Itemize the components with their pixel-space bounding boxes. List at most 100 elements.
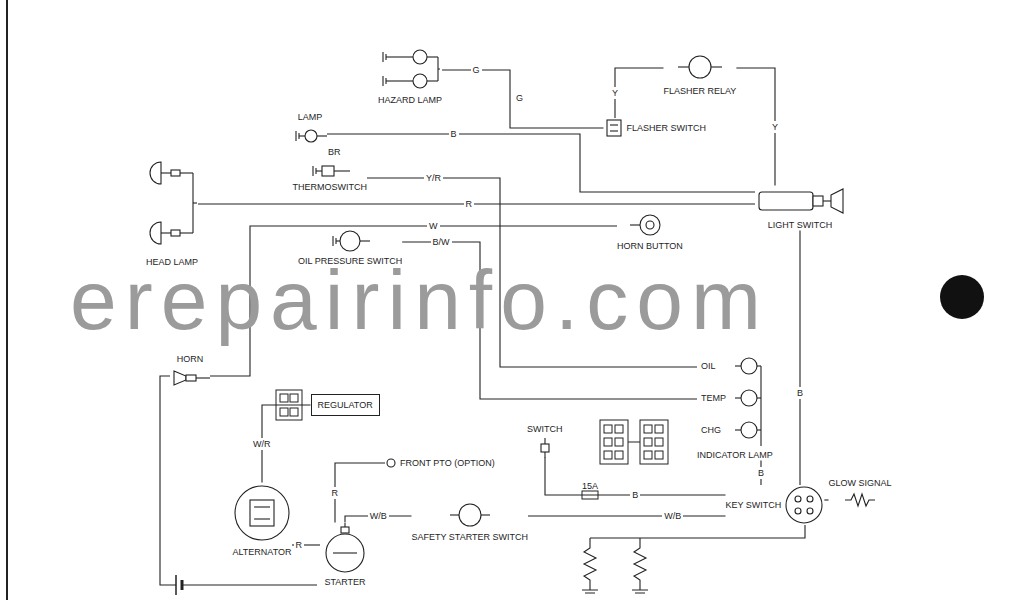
- component-label: HORN BUTTON: [617, 240, 683, 252]
- lamp-label: CHG: [701, 424, 721, 436]
- wire-line: [334, 170, 350, 171]
- wire-line: [317, 135, 327, 136]
- wire: [615, 68, 664, 118]
- wire-line: [180, 232, 193, 233]
- sensor-body: [322, 166, 334, 176]
- component-label: FLASHER RELAY: [664, 85, 737, 97]
- switch-symbol: [539, 438, 551, 458]
- alternator-symbol: [232, 483, 292, 543]
- wire-line: [711, 66, 722, 67]
- wire-line: [427, 56, 438, 57]
- connector-plug: [171, 230, 180, 236]
- switch-body: [541, 444, 549, 452]
- connector-pin: [615, 438, 623, 446]
- resistor-symbol: [584, 538, 596, 590]
- hazard-lamp-symbol: [380, 47, 440, 91]
- wire-color-code: Y/R: [424, 172, 443, 184]
- connector-pin: [290, 394, 298, 402]
- connector-pin: [655, 438, 663, 446]
- wire-color-code: W/B: [368, 510, 389, 522]
- key-terminal: [795, 508, 801, 514]
- ground-symbol: [635, 593, 645, 594]
- glow-wire: [590, 525, 805, 538]
- indicator-bulb: [741, 358, 757, 374]
- component-label: LAMP: [298, 111, 323, 123]
- page-marker: [940, 275, 984, 319]
- wire: [799, 231, 800, 486]
- thermoswitch: THERMOSWITCH: [293, 164, 368, 193]
- button-body: [640, 215, 660, 235]
- horn-button: HORN BUTTON: [617, 213, 683, 252]
- connector-pin: [655, 451, 663, 459]
- wire-line: [760, 366, 761, 446]
- horn-bell: [174, 371, 186, 385]
- oil-pressure-switch-symbol: [330, 230, 370, 252]
- wire-line: [450, 514, 459, 515]
- button-cap: [646, 221, 654, 229]
- resistor-symbol: [634, 538, 646, 590]
- key-terminal: [807, 508, 813, 514]
- connector-pin: [644, 438, 652, 446]
- wire-color-code: R: [330, 487, 341, 499]
- ground-symbol: [632, 590, 648, 591]
- head-lamp-symbol: [147, 153, 197, 253]
- connector-pin: [655, 425, 663, 433]
- connector-pin: [604, 451, 612, 459]
- starter-terminal: [341, 527, 349, 533]
- wire-line: [735, 397, 741, 398]
- wire-line: [299, 135, 305, 136]
- wire-line: [196, 377, 210, 378]
- ground-symbol: [295, 131, 296, 141]
- lamp-label: OIL: [701, 360, 716, 372]
- wire-line: [254, 518, 270, 519]
- fuse-rating: 15A: [582, 480, 598, 492]
- thermoswitch-symbol: [310, 164, 350, 178]
- wire-line: [630, 224, 640, 225]
- wire: [198, 203, 755, 204]
- component-label: HAZARD LAMP: [378, 94, 442, 106]
- key-terminal: [795, 496, 801, 502]
- starter: STARTER: [320, 523, 370, 588]
- component-label: THERMOSWITCH: [293, 181, 368, 193]
- component-label: LIGHT SWITCH: [768, 219, 832, 231]
- switch-body: [759, 192, 813, 210]
- watermark: erepairinfo.com: [70, 258, 769, 342]
- pto-terminal-symbol: [385, 457, 397, 469]
- alternator-plate: [250, 500, 274, 526]
- wire-line: [735, 429, 741, 430]
- wire-color-code: Y: [610, 87, 620, 99]
- horn-symbol: [170, 368, 210, 388]
- wire-line: [610, 130, 618, 131]
- wire-line: [735, 365, 741, 366]
- key-switch-symbol: [784, 485, 824, 525]
- wire-line: [427, 80, 438, 81]
- connector-pin: [615, 425, 623, 433]
- component-label: INDICATOR LAMP: [697, 449, 773, 461]
- wire-color-code: G: [516, 92, 523, 104]
- wire: [528, 515, 725, 516]
- lamp-dome: [150, 162, 161, 184]
- lamp-bulb: [413, 74, 427, 88]
- wire-color-code: B: [795, 387, 805, 399]
- regulator-box: REGULATOR: [311, 394, 380, 416]
- alternator-body: [235, 486, 289, 540]
- starter-symbol: [320, 523, 370, 573]
- ground-symbol: [312, 166, 313, 176]
- wire-line: [180, 172, 193, 173]
- wire: [327, 134, 755, 192]
- lamp-symbol: [293, 126, 327, 146]
- wire-line: [193, 202, 197, 203]
- connector-block: [640, 420, 668, 464]
- component-label: SAFETY STARTER SWITCH: [412, 531, 529, 543]
- battery-plate: [175, 575, 177, 595]
- connector-pin: [615, 451, 623, 459]
- glow-coil: [845, 494, 875, 506]
- wire-line: [333, 552, 357, 553]
- lamp-dome: [150, 222, 161, 244]
- safety-starter-switch-symbol: [450, 502, 490, 528]
- wire-line: [360, 240, 370, 241]
- component-label: STARTER: [324, 576, 365, 588]
- switch-neck: [813, 196, 823, 206]
- connector-pin: [644, 451, 652, 459]
- connector-pin: [290, 408, 298, 416]
